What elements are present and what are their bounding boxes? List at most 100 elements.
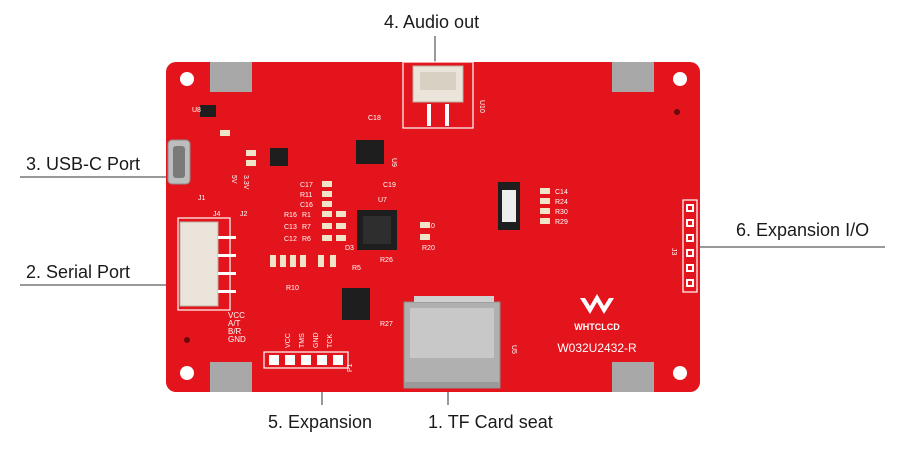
usb-c-opening: [173, 146, 185, 178]
chip-u1: [342, 288, 370, 320]
metal-tab-top-right: [612, 62, 654, 92]
designator-r19: R1: [302, 212, 311, 219]
serial-pin-label: VCC: [228, 311, 245, 320]
expansion-pin: [269, 355, 279, 365]
callout-audio-out: 4. Audio out: [384, 12, 480, 32]
fpc-connector-slot: [502, 190, 516, 222]
smd-part: [322, 211, 332, 217]
p1-pin-label: TMS: [299, 333, 306, 348]
pin-hole: [688, 251, 692, 255]
audio-pin: [427, 104, 431, 126]
mounting-hole: [180, 72, 194, 86]
serial-pin-label: B/R: [228, 327, 242, 336]
designator-c10: R5: [352, 265, 361, 272]
smd-part: [280, 255, 286, 267]
via: [674, 109, 680, 115]
chip-u9: [356, 140, 384, 164]
p1-pin-label: TCK: [327, 334, 334, 348]
mounting-hole: [180, 366, 194, 380]
smd-column: [270, 181, 430, 267]
expansion-pin: [317, 355, 327, 365]
callout-tf-card-seat: 1. TF Card seat: [428, 412, 553, 432]
designator-r30: R30: [555, 209, 568, 216]
mounting-hole: [673, 72, 687, 86]
designator-r29: R29: [555, 219, 568, 226]
expansion-header-outline: [263, 351, 349, 369]
designator-c6: R20: [422, 245, 435, 252]
serial-pin: [218, 290, 236, 293]
callout-expansion: 5. Expansion: [268, 412, 373, 432]
expansion-pin: [333, 355, 343, 365]
designator-j1: J1: [198, 195, 206, 202]
metal-tab-top-left: [210, 62, 252, 92]
smd-part: [540, 218, 550, 224]
designator-c18: C18: [368, 115, 381, 122]
designator-j4: J4: [213, 211, 221, 218]
serial-pin-label: A/T: [228, 319, 241, 328]
designator-r26: R16: [284, 212, 297, 219]
expansion-io-pin-holes: [688, 206, 692, 285]
smd-part: [322, 181, 332, 187]
smd-part: [246, 150, 256, 156]
audio-connector-socket: [420, 72, 456, 90]
smd-part: [336, 235, 346, 241]
p1-pin-label: VCC: [285, 333, 292, 348]
audio-pin: [445, 104, 449, 126]
expansion-io-header-outline: [682, 199, 698, 293]
pcb-board: [166, 62, 700, 392]
brand-logo-mark: [580, 294, 614, 314]
designator-j3: J3: [670, 248, 677, 256]
label-3v3: 3.3V: [242, 175, 249, 190]
serial-pins: [218, 236, 236, 293]
metal-tab-bottom-right: [612, 362, 654, 392]
smd-part: [300, 255, 306, 267]
smd-part: [322, 223, 332, 229]
designator-c17: C17: [300, 182, 313, 189]
mounting-hole: [673, 366, 687, 380]
pin-hole: [688, 206, 692, 210]
smd-column-right: [540, 188, 550, 224]
smd-part: [330, 255, 336, 267]
expansion-pin: [301, 355, 311, 365]
callout-serial-port: 2. Serial Port: [26, 262, 131, 282]
serial-pin: [218, 272, 236, 275]
smd-part: [220, 130, 230, 136]
designator-r24: R24: [555, 199, 568, 206]
designator-c12: C12: [284, 236, 297, 243]
audio-connector-outline: [402, 61, 474, 129]
pin-hole: [688, 221, 692, 225]
designator-r20: R26: [380, 257, 393, 264]
chip-m1: [200, 105, 216, 117]
label-5v: 5V: [230, 175, 237, 184]
designator-r27: R11: [300, 192, 312, 199]
tf-card-seat-lip: [404, 382, 500, 388]
smd-part: [322, 191, 332, 197]
designator-u5: U7: [378, 197, 387, 204]
brand-name: WHTCLCD: [574, 322, 620, 332]
serial-pin-label: GND: [228, 335, 246, 344]
callout-usb-c-port: 3. USB-C Port: [26, 154, 141, 174]
smd-part: [540, 208, 550, 214]
serial-port-connector: [179, 221, 219, 307]
smd-part: [290, 255, 296, 267]
pin-hole: [688, 236, 692, 240]
pin-hole: [688, 266, 692, 270]
smd-part: [270, 255, 276, 267]
designator-u7: U5: [510, 345, 517, 354]
model-number: W032U2432-R: [557, 341, 637, 355]
tf-card-seat-cover: [410, 308, 494, 358]
smd-part: [322, 235, 332, 241]
smd-part: [336, 211, 346, 217]
chip-u5-die: [363, 216, 391, 244]
designator-u10: U10: [478, 100, 485, 113]
p1-pin-label: GND: [313, 332, 320, 348]
expansion-pin: [285, 355, 295, 365]
via: [184, 337, 190, 343]
designator-d3: D3: [345, 245, 354, 252]
brand-logo-icon: [580, 294, 614, 314]
smd-part: [336, 223, 346, 229]
mounting-holes: [180, 72, 687, 380]
smd-part: [540, 188, 550, 194]
designator-m1: U8: [192, 107, 201, 114]
